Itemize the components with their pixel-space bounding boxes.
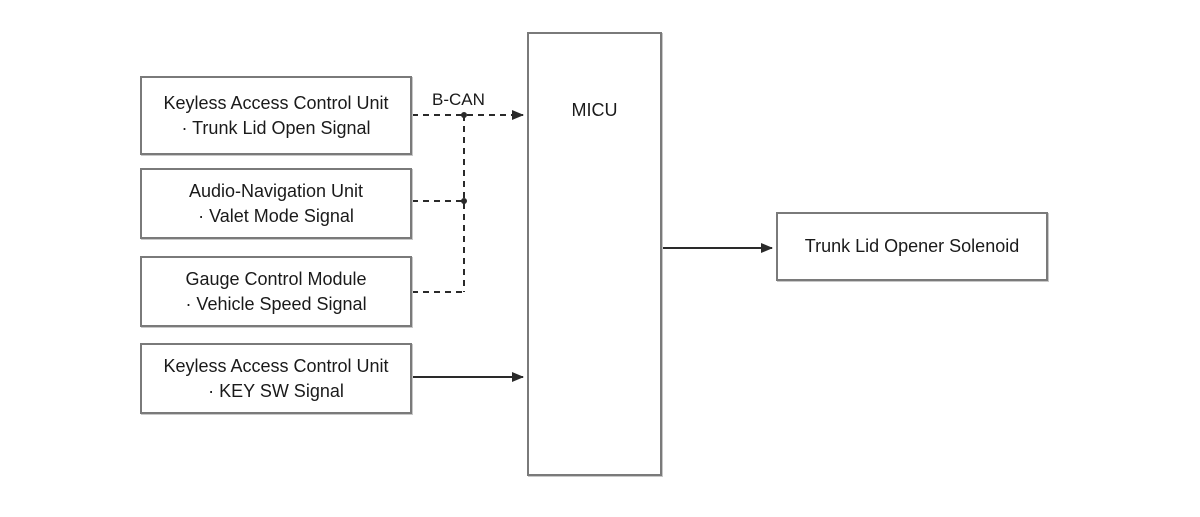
input-box-audio-navigation: Audio-Navigation Unit · Valet Mode Signa…	[140, 168, 412, 239]
input-box-gauge-control: Gauge Control Module · Vehicle Speed Sig…	[140, 256, 412, 327]
micu-label: MICU	[571, 100, 618, 120]
input-signal: · KEY SW Signal	[208, 380, 344, 401]
output-label: Trunk Lid Opener Solenoid	[804, 236, 1020, 256]
micu-box: MICU	[527, 32, 662, 476]
bcan-junction-2	[461, 198, 467, 204]
input-box-keyless-key-sw: Keyless Access Control Unit · KEY SW Sig…	[140, 343, 412, 414]
input-signal: · Trunk Lid Open Signal	[181, 117, 371, 138]
input-name: Audio-Navigation Unit	[188, 180, 364, 201]
bcan-junction-1	[461, 112, 467, 118]
input-name: Gauge Control Module	[185, 268, 367, 289]
bcan-label: B-CAN	[432, 90, 485, 109]
input-signal: · Valet Mode Signal	[198, 205, 354, 226]
input-signal: · Vehicle Speed Signal	[185, 293, 367, 314]
input-box-keyless-trunk: Keyless Access Control Unit · Trunk Lid …	[140, 76, 412, 155]
input-name: Keyless Access Control Unit	[163, 92, 389, 113]
input-name: Keyless Access Control Unit	[163, 355, 389, 376]
output-box-solenoid: Trunk Lid Opener Solenoid	[776, 212, 1048, 281]
